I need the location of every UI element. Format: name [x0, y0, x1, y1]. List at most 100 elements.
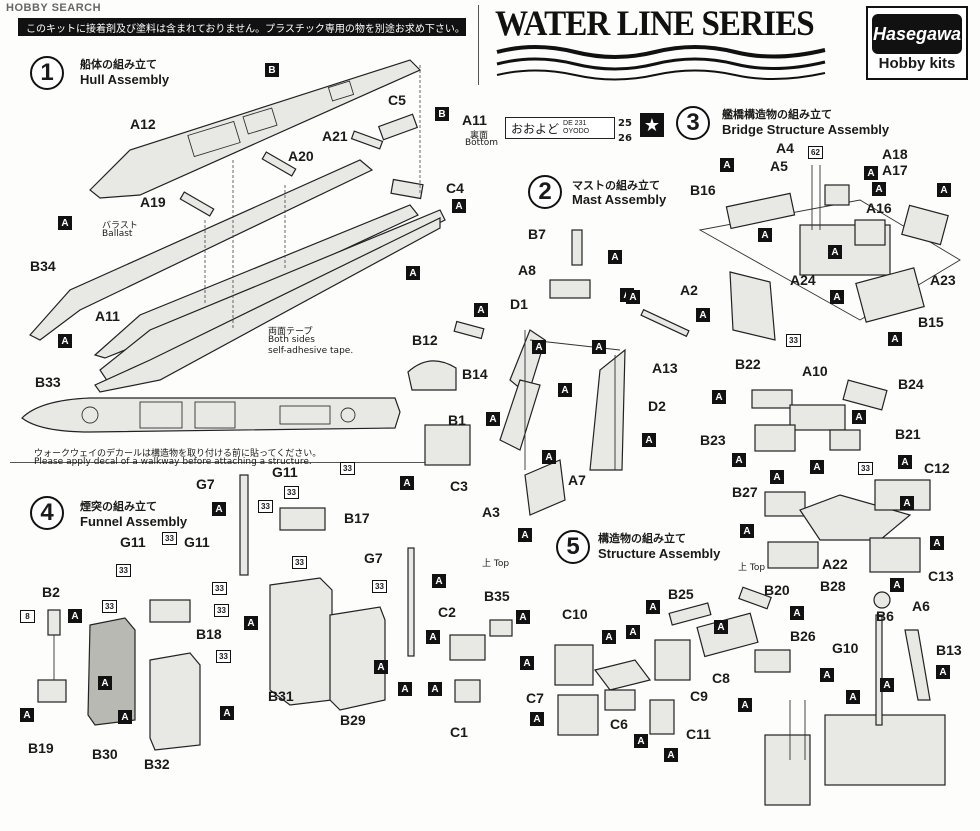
badge-a: A — [664, 748, 678, 762]
part-label: A18 — [882, 146, 908, 162]
part-label: C12 — [924, 460, 950, 476]
part-label: C9 — [690, 688, 708, 704]
badge-a: A — [406, 266, 420, 280]
part-label: A12 — [130, 116, 156, 132]
part-label: A22 — [822, 556, 848, 572]
badge-a: A — [220, 706, 234, 720]
step-1-number: 1 — [30, 56, 64, 90]
watermark: HOBBY SEARCH — [6, 2, 102, 14]
tape-label-en1: Both sides — [268, 335, 315, 345]
badge-a: A — [642, 433, 656, 447]
nameplate-jp: おおよど — [511, 121, 560, 136]
part-label: B32 — [144, 756, 170, 772]
badge-a: A — [732, 453, 746, 467]
walkway-note-jp: ウォークウェイのデカールは構造物を取り付ける前に貼ってください。 — [34, 449, 322, 459]
badge-a: A — [58, 216, 72, 230]
nameplate-code: DE 231 — [563, 120, 587, 127]
badge-a: A — [608, 250, 622, 264]
badge-33: 33 — [214, 604, 229, 617]
badge-a: A — [712, 390, 726, 404]
nameplate-num-bottom: 26 — [618, 133, 632, 144]
wave-lines-icon — [496, 45, 826, 81]
badge-a: A — [520, 656, 534, 670]
nameplate-sub-jp: 裏面 — [470, 131, 489, 141]
nameplate-en: OYODO — [563, 128, 590, 135]
part-label: B6 — [876, 608, 894, 624]
badge-a: A — [820, 668, 834, 682]
part-label: D2 — [648, 398, 666, 414]
badge-a: A — [937, 183, 951, 197]
badge-a: A — [374, 660, 388, 674]
part-label: B35 — [484, 588, 510, 604]
part-label: G10 — [832, 640, 859, 656]
badge-a: A — [852, 410, 866, 424]
part-label: B24 — [898, 376, 924, 392]
badge-a: A — [428, 682, 442, 696]
badge-a: A — [516, 610, 530, 624]
part-label: B31 — [268, 688, 294, 704]
part-label: B17 — [344, 510, 370, 526]
part-label: A21 — [322, 128, 348, 144]
badge-33: 33 — [258, 500, 273, 513]
badge-a: A — [828, 245, 842, 259]
notice-banner: このキットに接着剤及び塗料は含まれておりません。プラスチック専用の物を別途お求め… — [18, 18, 466, 36]
badge-a: A — [880, 678, 894, 692]
part-label: B13 — [936, 642, 962, 658]
badge-b: B — [435, 107, 449, 121]
part-label: C1 — [450, 724, 468, 740]
part-label: C11 — [686, 726, 711, 742]
part-label: C2 — [438, 604, 456, 620]
badge-a: A — [830, 290, 844, 304]
ballast-label-en: Ballast — [102, 229, 133, 239]
badge-a: A — [900, 496, 914, 510]
badge-a: A — [542, 450, 556, 464]
nameplate-part: A11 — [462, 112, 487, 128]
badge-33: 33 — [292, 556, 307, 569]
part-label: B33 — [35, 374, 61, 390]
step-3-number: 3 — [676, 106, 710, 140]
badge-a: A — [212, 502, 226, 516]
badge-a: A — [864, 166, 878, 180]
nameplate-num-top: 25 — [618, 118, 632, 129]
part-label: A16 — [866, 200, 892, 216]
badge-a: A — [20, 708, 34, 722]
part-label: A19 — [140, 194, 166, 210]
badge-33: 33 — [858, 462, 873, 475]
badge-a: A — [530, 712, 544, 726]
part-label: A13 — [652, 360, 678, 376]
walkway-note-en: Please apply decal of a walkway before a… — [34, 457, 312, 467]
step-1-title-en: Hull Assembly — [80, 72, 170, 87]
part-label: G7 — [196, 476, 215, 492]
step-4-number: 4 — [30, 496, 64, 530]
badge-a: A — [602, 630, 616, 644]
nameplate-sub-en: Bottom — [465, 138, 499, 148]
top-label: 上 Top — [738, 563, 766, 573]
top-label: 上 Top — [482, 559, 510, 569]
badge-a: A — [118, 710, 132, 724]
badge-a: A — [634, 734, 648, 748]
tape-label-en2: self-adhesive tape. — [268, 346, 354, 356]
step-2-title-jp: マストの組み立て — [572, 179, 660, 192]
star-icon: ★ — [640, 113, 664, 137]
badge-a: A — [790, 606, 804, 620]
part-label: C8 — [712, 670, 730, 686]
step-3-title-en: Bridge Structure Assembly — [722, 122, 890, 137]
badge-a: A — [98, 676, 112, 690]
badge-33: 33 — [340, 462, 355, 475]
part-label: B21 — [895, 426, 921, 442]
part-label: B20 — [764, 582, 790, 598]
badge-a: A — [936, 665, 950, 679]
step-2-number: 2 — [528, 175, 562, 209]
badge-33: 33 — [786, 334, 801, 347]
part-label: B25 — [668, 586, 694, 602]
nameplate: おおよど DE 231 OYODO — [505, 117, 615, 139]
badge-33: 33 — [116, 564, 131, 577]
ballast-label-jp: バラスト — [102, 221, 138, 231]
part-label: A24 — [790, 272, 816, 288]
badge-b: B — [265, 63, 279, 77]
badge-a: A — [770, 470, 784, 484]
part-label: G11 — [272, 464, 298, 480]
part-label: A23 — [930, 272, 956, 288]
part-label: B16 — [690, 182, 716, 198]
